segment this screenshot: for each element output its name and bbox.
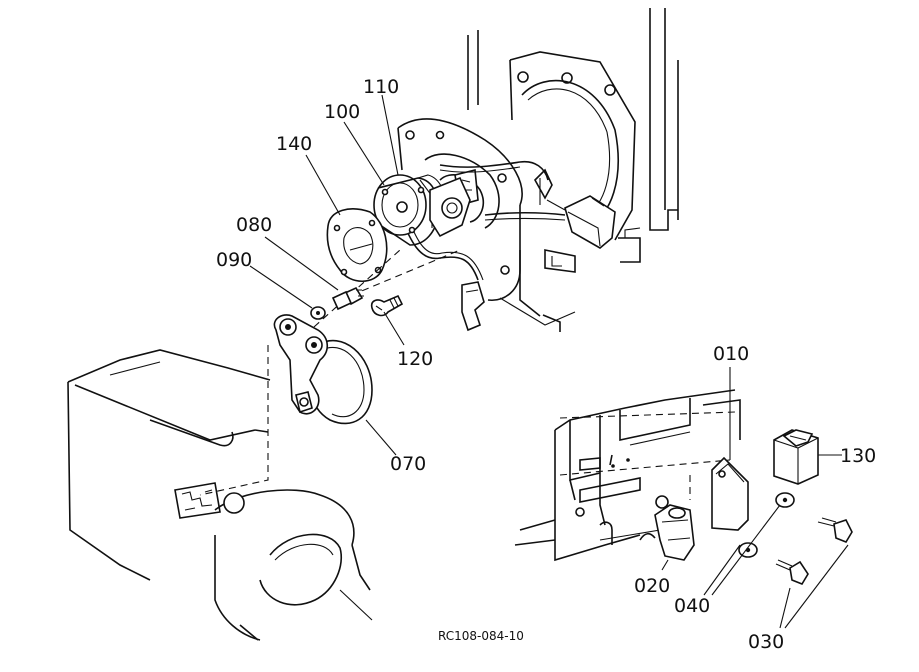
label-120: 120 xyxy=(397,348,433,370)
label-140: 140 xyxy=(276,133,312,155)
bolts-030 xyxy=(775,517,853,585)
part-labels: 110 100 140 080 090 120 070 010 130 020 … xyxy=(216,76,876,653)
bracket-020 xyxy=(654,495,695,561)
label-090: 090 xyxy=(216,249,252,271)
label-070: 070 xyxy=(390,453,426,475)
label-110: 110 xyxy=(363,76,399,98)
horn-070 xyxy=(273,314,373,425)
washers-040 xyxy=(738,492,795,558)
label-040: 040 xyxy=(674,595,710,617)
leader-lines xyxy=(249,94,849,629)
tractor-body-lower-left xyxy=(67,349,373,641)
washer-090 xyxy=(310,306,326,320)
bolt-080 xyxy=(331,286,364,311)
label-020: 020 xyxy=(634,575,670,597)
frame-connector xyxy=(534,168,616,249)
label-080: 080 xyxy=(236,214,272,236)
label-030: 030 xyxy=(748,631,784,653)
drawing-code: RC108-084-10 xyxy=(438,629,524,643)
screw-120 xyxy=(370,294,404,317)
label-130: 130 xyxy=(840,445,876,467)
bracket-010 xyxy=(711,367,749,531)
relay-130 xyxy=(773,429,819,485)
chassis-lower-right xyxy=(514,389,741,562)
flange-100 xyxy=(373,174,471,246)
label-010: 010 xyxy=(713,343,749,365)
gasket-140 xyxy=(326,208,388,283)
label-100: 100 xyxy=(324,101,360,123)
